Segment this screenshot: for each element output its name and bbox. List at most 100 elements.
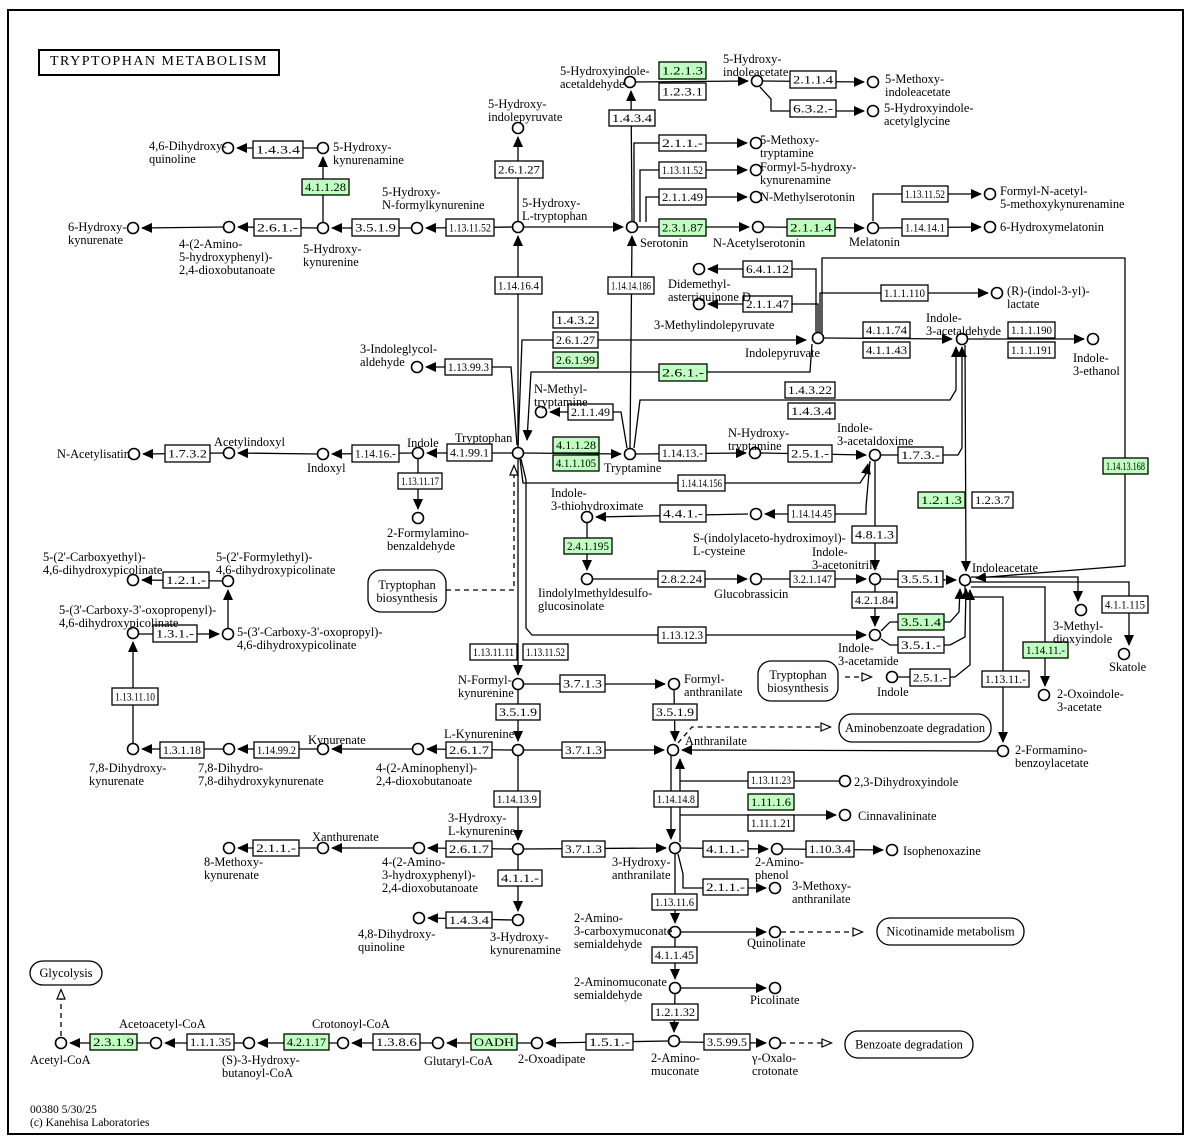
compound-circle[interactable] [866, 221, 880, 235]
enzyme-box[interactable]: 1.14.99.2 [253, 741, 300, 759]
compound-circle[interactable] [511, 913, 525, 927]
compound-circle[interactable] [768, 1036, 782, 1050]
compound-circle[interactable] [411, 511, 425, 525]
enzyme-box[interactable]: 4.2.1.17 [283, 1033, 330, 1051]
enzyme-box[interactable]: 4.1.1.105 [552, 454, 600, 472]
enzyme-box[interactable]: 1.14.14.156 [677, 474, 726, 492]
enzyme-box[interactable]: 1.13.99.3 [444, 358, 493, 376]
enzyme-box[interactable]: 4.1.1.115 [1101, 595, 1149, 614]
compound-circle[interactable] [666, 743, 680, 757]
compound-circle[interactable] [885, 843, 899, 857]
compound-circle[interactable] [868, 572, 882, 586]
compound-circle[interactable] [749, 507, 763, 521]
compound-circle[interactable] [692, 297, 706, 311]
compound-circle[interactable] [749, 190, 763, 204]
enzyme-box[interactable]: 2.1.1.4 [786, 218, 836, 237]
compound-circle[interactable] [222, 220, 236, 234]
compound-circle[interactable] [668, 841, 682, 855]
pathway-link-oval[interactable]: Aminobenzoate degradation [838, 713, 992, 743]
enzyme-box[interactable]: 1.13.11.52 [522, 643, 569, 661]
compound-circle[interactable] [412, 841, 426, 855]
enzyme-box[interactable]: 2.6.1.99 [552, 351, 599, 369]
pathway-link-oval[interactable]: Nicotinamide metabolism [876, 917, 1025, 946]
compound-circle[interactable] [316, 742, 330, 756]
compound-circle[interactable] [749, 136, 763, 150]
compound-circle[interactable] [222, 841, 236, 855]
enzyme-box[interactable]: 2.6.1.- [253, 218, 302, 237]
enzyme-box[interactable]: 1.3.1.18 [159, 741, 205, 759]
compound-circle[interactable] [625, 220, 639, 234]
enzyme-box[interactable]: 2.6.1.27 [552, 331, 599, 349]
enzyme-box[interactable]: 1.13.11.52 [658, 161, 707, 179]
compound-circle[interactable] [411, 446, 425, 460]
compound-circle[interactable] [410, 221, 424, 235]
compound-circle[interactable] [316, 141, 330, 155]
enzyme-box[interactable]: 4.1.1.- [497, 869, 543, 887]
enzyme-box[interactable]: 1.14.13.9 [493, 790, 541, 808]
enzyme-box[interactable]: 2.1.1.47 [742, 295, 793, 313]
enzyme-box[interactable]: 4.1.1.43 [862, 341, 911, 359]
compound-circle[interactable] [623, 75, 637, 89]
enzyme-box[interactable]: 2.5.1.- [787, 444, 833, 463]
compound-circle[interactable] [868, 448, 882, 462]
compound-circle[interactable] [866, 75, 880, 89]
enzyme-box[interactable]: 6.3.2.- [789, 99, 837, 118]
compound-circle[interactable] [511, 446, 525, 460]
enzyme-box[interactable]: 4.1.1.45 [651, 946, 698, 964]
enzyme-box[interactable]: 4.4.1.- [659, 504, 707, 523]
enzyme-box[interactable]: 3.5.1.4 [897, 613, 945, 631]
compound-circle[interactable] [1117, 647, 1131, 661]
enzyme-box[interactable]: 4.2.1.84 [851, 591, 898, 609]
compound-circle[interactable] [1086, 332, 1100, 346]
enzyme-box[interactable]: 3.7.1.3 [561, 741, 606, 759]
enzyme-box[interactable]: 1.2.3.7 [971, 491, 1014, 509]
compound-circle[interactable] [838, 774, 852, 788]
enzyme-box[interactable]: 1.13.11.- [981, 670, 1030, 688]
enzyme-box[interactable]: 1.14.16.- [351, 444, 400, 463]
enzyme-box[interactable]: 1.2.1.3 [658, 61, 707, 80]
compound-circle[interactable] [983, 220, 997, 234]
compound-circle[interactable] [511, 743, 525, 757]
compound-circle[interactable] [838, 808, 852, 822]
compound-circle[interactable] [668, 981, 682, 995]
enzyme-box[interactable]: 1.14.13.- [658, 444, 707, 462]
compound-circle[interactable] [770, 842, 784, 856]
enzyme-box[interactable]: 1.3.1.- [152, 624, 198, 643]
enzyme-box[interactable]: 3.5.5.1 [897, 570, 944, 588]
enzyme-box[interactable]: 1.13.11.17 [397, 472, 443, 490]
compound-circle[interactable] [316, 447, 330, 461]
compound-circle[interactable] [749, 572, 763, 586]
enzyme-box[interactable]: 2.8.2.24 [657, 570, 706, 588]
enzyme-box[interactable]: 3.5.99.5 [703, 1033, 751, 1051]
compound-circle[interactable] [242, 1036, 256, 1050]
enzyme-box[interactable]: 1.10.3.4 [805, 840, 855, 858]
compound-circle[interactable] [580, 572, 594, 586]
enzyme-box[interactable]: 1.13.12.3 [657, 626, 707, 644]
compound-circle[interactable] [511, 121, 525, 135]
enzyme-box[interactable]: 1.2.3.1 [658, 82, 707, 101]
enzyme-box[interactable]: 2.1.1.4 [789, 70, 837, 89]
compound-circle[interactable] [955, 332, 969, 346]
enzyme-box[interactable]: 1.7.3.2 [164, 444, 211, 463]
enzyme-box[interactable]: 4.1.1.28 [552, 436, 600, 454]
enzyme-box[interactable]: 1.14.14.1 [901, 218, 949, 237]
compound-circle[interactable] [750, 74, 764, 88]
enzyme-box[interactable]: 1.13.11.10 [111, 687, 159, 706]
compound-circle[interactable] [222, 446, 236, 460]
compound-circle[interactable] [866, 104, 880, 118]
enzyme-box[interactable]: 1.5.1.- [585, 1033, 634, 1051]
compound-circle[interactable] [126, 626, 140, 640]
pathway-link-oval[interactable]: Glycolysis [29, 960, 103, 986]
enzyme-box[interactable]: 1.4.3.22 [784, 381, 836, 399]
pathway-link-oval[interactable]: Benzoate degradation [844, 1030, 974, 1059]
compound-circle[interactable] [868, 628, 882, 642]
enzyme-box[interactable]: 1.4.3.2 [552, 311, 599, 329]
enzyme-box[interactable]: 4.1.1.74 [862, 321, 911, 339]
compound-circle[interactable] [534, 405, 548, 419]
compound-circle[interactable] [126, 742, 140, 756]
compound-circle[interactable] [54, 1036, 68, 1050]
enzyme-box[interactable]: 1.14.11.- [1022, 641, 1069, 659]
enzyme-box[interactable]: OADH [470, 1033, 518, 1051]
enzyme-box[interactable]: 3.2.1.147 [789, 570, 836, 588]
